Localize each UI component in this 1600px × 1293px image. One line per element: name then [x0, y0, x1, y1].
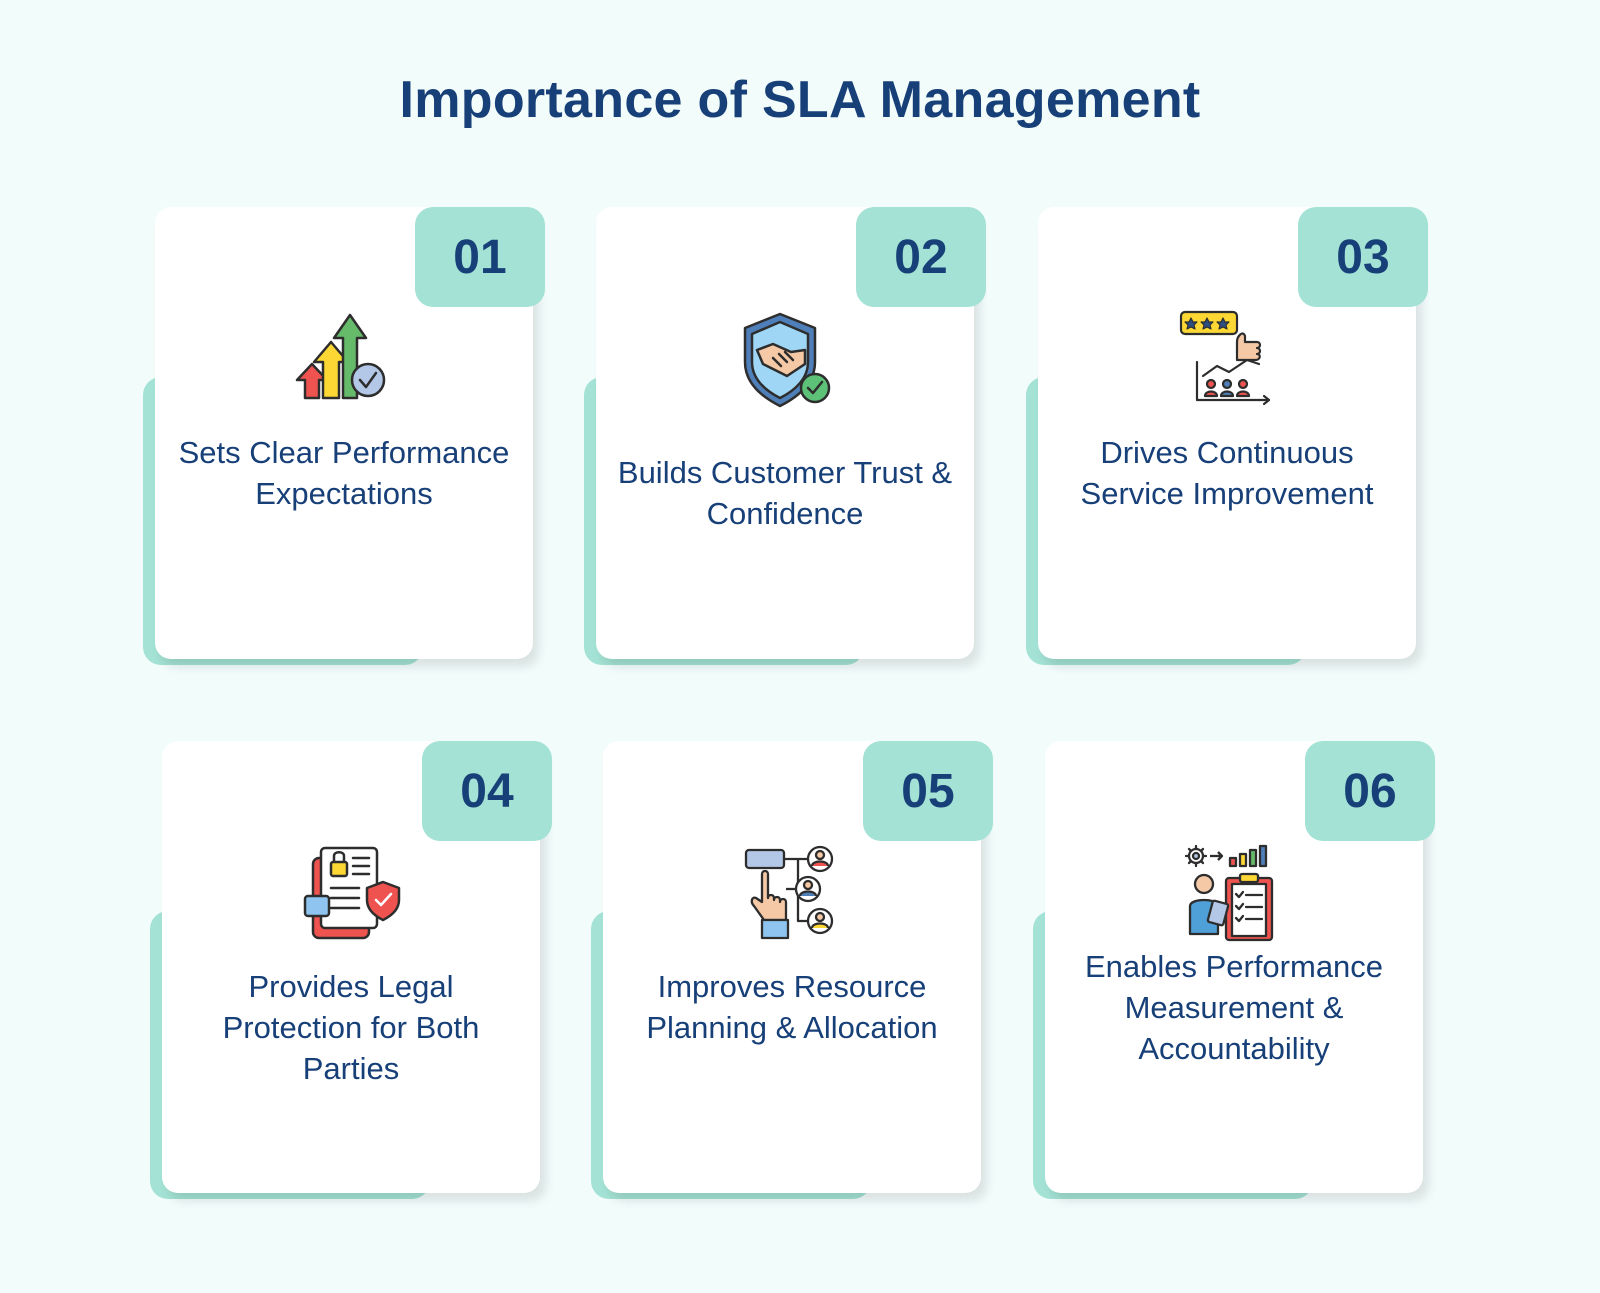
- card-5: Improves Resource Planning & Allocation …: [591, 741, 993, 1206]
- card-label: Drives Continuous Service Improvement: [1080, 435, 1374, 511]
- card-label: Builds Customer Trust & Confidence: [617, 455, 953, 531]
- card-4: Provides Legal Protection for Both Parti…: [150, 741, 552, 1206]
- card-number-badge: 05: [863, 741, 993, 841]
- card-2: Builds Customer Trust & Confidence 02: [584, 207, 986, 672]
- feedback-growth-icon: [1179, 310, 1271, 406]
- legal-document-icon: [303, 846, 401, 940]
- card-6: Enables Performance Measurement & Accoun…: [1033, 741, 1435, 1206]
- growth-arrows-icon: [295, 313, 386, 400]
- card-1: Sets Clear Performance Expectations 01: [143, 207, 545, 672]
- card-label: Sets Clear Performance Expectations: [178, 435, 510, 511]
- card-label: Improves Resource Planning & Allocation: [646, 969, 938, 1045]
- card-number-badge: 03: [1298, 207, 1428, 307]
- card-label: Provides Legal Protection for Both Parti…: [222, 969, 480, 1086]
- card-number-badge: 02: [856, 207, 986, 307]
- card-number-badge: 06: [1305, 741, 1435, 841]
- measurement-clipboard-icon: [1184, 844, 1274, 942]
- card-label: Enables Performance Measurement & Accoun…: [1084, 949, 1384, 1066]
- card-number-badge: 04: [422, 741, 552, 841]
- card-3: Drives Continuous Service Improvement 03: [1026, 207, 1428, 672]
- resource-allocation-icon: [744, 845, 834, 940]
- handshake-shield-icon: [743, 312, 831, 408]
- card-number-badge: 01: [415, 207, 545, 307]
- page-title: Importance of SLA Management: [399, 71, 1201, 129]
- card-panel: Provides Legal Protection for Both Parti…: [162, 741, 540, 1193]
